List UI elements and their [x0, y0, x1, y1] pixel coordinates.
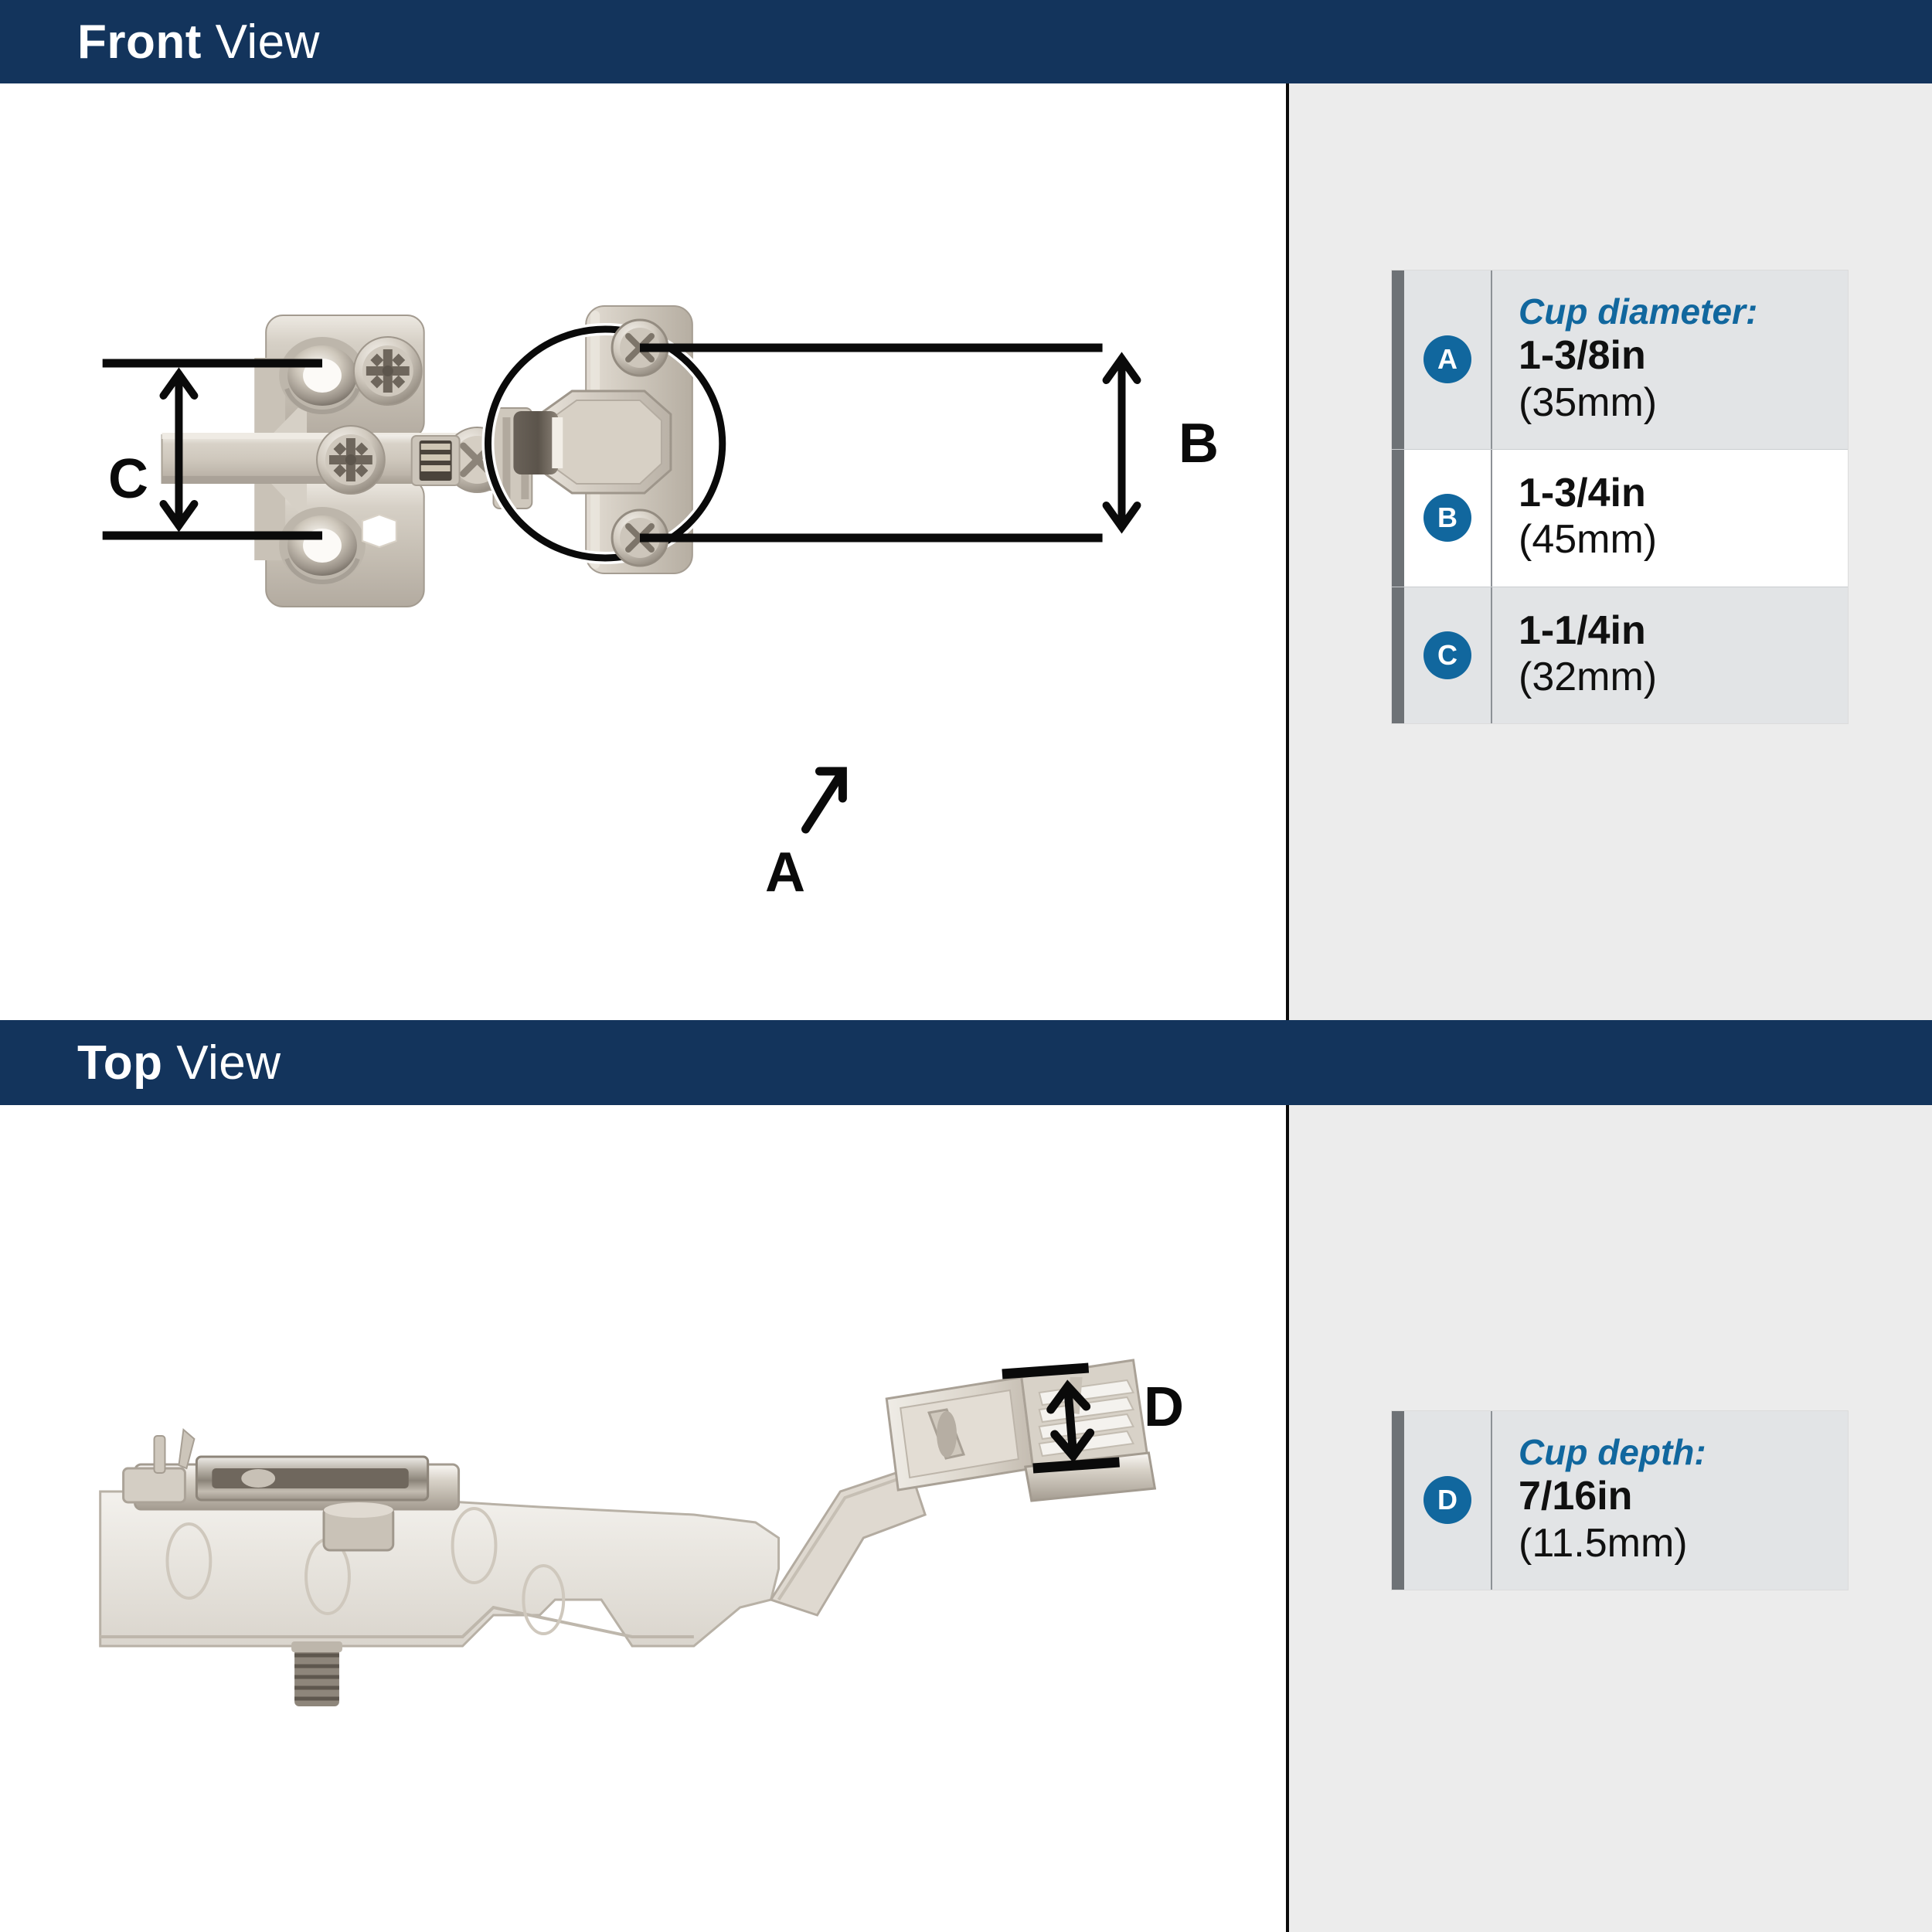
- legend-text-cell-b: 1-3/4in (45mm): [1492, 450, 1848, 587]
- front-legend-panel: A Cup diameter: 1-3/8in (35mm) B 1-3/4in…: [1289, 83, 1932, 1020]
- front-view-title-strong: Front: [77, 15, 202, 69]
- front-legend-table: A Cup diameter: 1-3/8in (35mm) B 1-3/4in…: [1392, 270, 1848, 724]
- legend-text-cell-a: Cup diameter: 1-3/8in (35mm): [1492, 270, 1848, 449]
- legend-value-d: 7/16in: [1519, 1474, 1633, 1519]
- legend-text-cell-d: Cup depth: 7/16in (11.5mm): [1492, 1411, 1848, 1590]
- legend-metric-c: (32mm): [1519, 654, 1658, 699]
- legend-value-c: 1-1/4in: [1519, 607, 1646, 653]
- mounting-screw-stud: [291, 1641, 342, 1706]
- legend-row-b[interactable]: B 1-3/4in (45mm): [1392, 448, 1848, 587]
- dimension-label-a: A: [765, 842, 805, 903]
- top-view-title: Top View: [77, 1036, 281, 1090]
- hinge-body-profile: [99, 1490, 781, 1648]
- dimension-c-arrow: [159, 367, 199, 532]
- legend-value-b: 1-3/4in: [1519, 470, 1646, 515]
- front-view-title-light: View: [215, 15, 320, 69]
- hinge-spring-rail: [122, 1428, 461, 1552]
- legend-row-a[interactable]: A Cup diameter: 1-3/8in (35mm): [1392, 270, 1848, 449]
- adjustment-slot: [410, 435, 461, 486]
- legend-accent-bar: [1392, 587, 1404, 724]
- legend-metric-b: (45mm): [1519, 517, 1658, 563]
- badge-a: A: [1423, 335, 1471, 384]
- callout-a-arrow: [801, 767, 847, 834]
- legend-row-d[interactable]: D Cup depth: 7/16in (11.5mm): [1392, 1411, 1848, 1590]
- dimension-c-extension-lines: [102, 359, 322, 540]
- dimension-b-arrow: [1102, 352, 1141, 534]
- hinge-cup-face: [885, 1376, 1035, 1492]
- hinge-cup: [513, 389, 672, 495]
- legend-caption-a: Cup diameter:: [1519, 291, 1758, 332]
- front-view-header: Front View: [0, 0, 1932, 83]
- legend-row-c[interactable]: C 1-1/4in (32mm): [1392, 586, 1848, 724]
- top-view-header: Top View: [0, 1020, 1932, 1105]
- hinge-cup-louvers: [1020, 1359, 1157, 1502]
- legend-caption-d: Cup depth:: [1519, 1432, 1706, 1472]
- hinge-cup-arm: [769, 1467, 927, 1617]
- top-legend-table: D Cup depth: 7/16in (11.5mm): [1392, 1411, 1848, 1590]
- baseplate-screw-hole-bottom: [279, 507, 366, 584]
- legend-metric-d: (11.5mm): [1519, 1520, 1688, 1566]
- dimension-d-arrow: [1046, 1379, 1095, 1463]
- front-view-title: Front View: [77, 15, 320, 70]
- baseplate-screw-hole-top: [279, 337, 366, 414]
- legend-accent-bar: [1392, 1411, 1404, 1590]
- badge-d: D: [1423, 1476, 1471, 1525]
- legend-accent-bar: [1392, 270, 1404, 449]
- hex-marker: [361, 513, 397, 549]
- pozidriv-screw-arm-left: [316, 425, 386, 495]
- badge-c: C: [1423, 631, 1471, 679]
- legend-badge-cell-b: B: [1404, 449, 1492, 587]
- top-view-illustration: [99, 1359, 1157, 1706]
- front-view-panel: C B A: [0, 83, 1289, 1020]
- dimension-label-c: C: [108, 448, 148, 510]
- pozidriv-screw-upper: [352, 336, 423, 406]
- dimension-b-extension-lines: [640, 343, 1103, 543]
- top-legend-panel: D Cup depth: 7/16in (11.5mm): [1289, 1105, 1932, 1932]
- dimension-d-extension-lines: [1002, 1362, 1120, 1474]
- top-view-title-strong: Top: [77, 1036, 163, 1090]
- legend-badge-cell-d: D: [1404, 1411, 1492, 1590]
- legend-badge-cell-a: A: [1404, 270, 1492, 449]
- front-view-illustration: [102, 305, 1141, 834]
- cup-callout-circle: [481, 323, 729, 564]
- badge-b: B: [1423, 494, 1471, 543]
- top-view-panel: D: [0, 1105, 1289, 1932]
- dimension-label-d: D: [1144, 1376, 1184, 1438]
- top-view-title-light: View: [176, 1036, 281, 1090]
- legend-text-cell-c: 1-1/4in (32mm): [1492, 587, 1848, 724]
- dimension-label-b: B: [1179, 413, 1219, 474]
- legend-badge-cell-c: C: [1404, 587, 1492, 724]
- legend-value-a: 1-3/8in: [1519, 333, 1646, 379]
- legend-accent-bar: [1392, 449, 1404, 587]
- legend-metric-a: (35mm): [1519, 379, 1658, 425]
